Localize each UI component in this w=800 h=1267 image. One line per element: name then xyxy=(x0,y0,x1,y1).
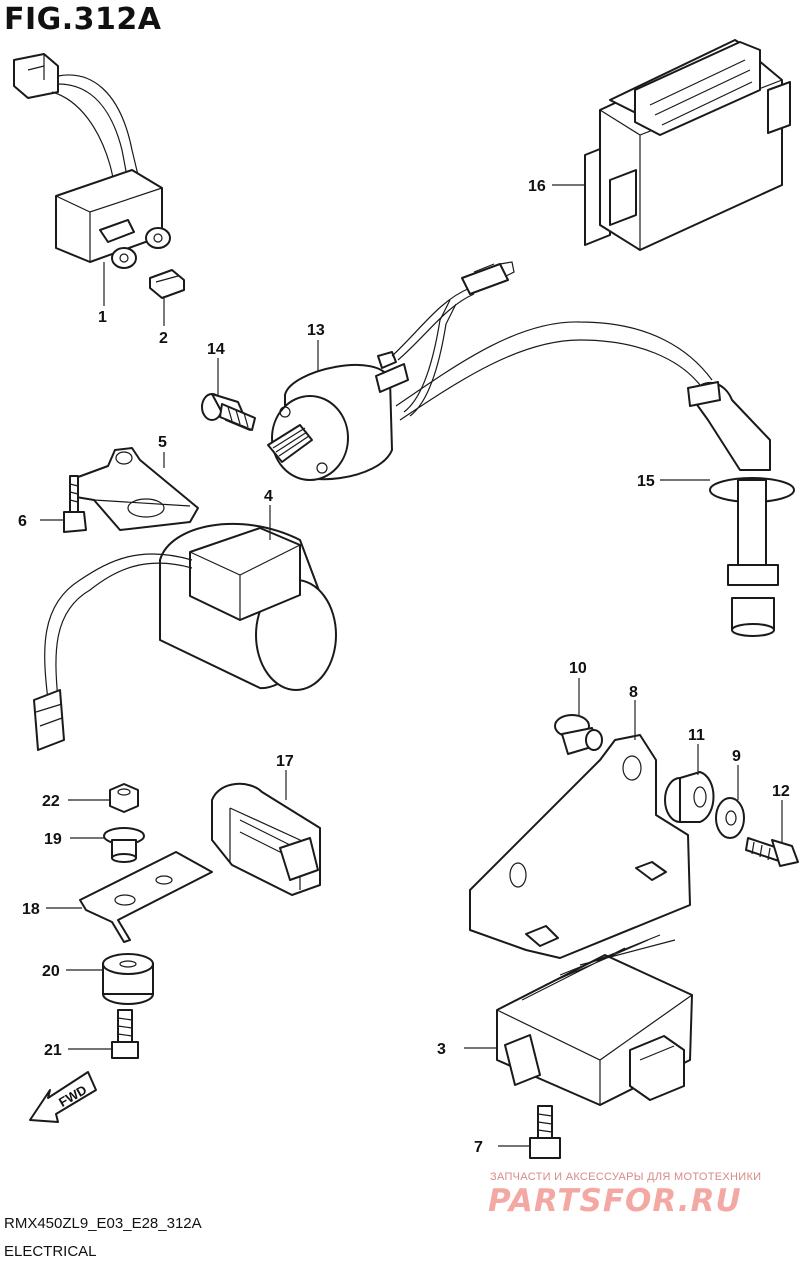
section-name: ELECTRICAL xyxy=(4,1243,97,1260)
callout-19: 19 xyxy=(44,831,62,848)
callout-14: 14 xyxy=(207,341,225,358)
callout-labels: 1 2 3 4 5 6 7 8 9 10 11 12 13 14 15 16 1… xyxy=(18,178,790,1156)
callout-16: 16 xyxy=(528,178,546,195)
callout-4: 4 xyxy=(264,488,273,505)
bolt-21-part[interactable] xyxy=(111,1009,139,1059)
electric-component-part[interactable] xyxy=(33,522,337,751)
callout-15: 15 xyxy=(637,473,655,490)
terminal-screw-part[interactable] xyxy=(149,269,185,299)
ecm-part[interactable] xyxy=(584,39,791,251)
callout-20: 20 xyxy=(42,963,60,980)
spark-plug-cap-part[interactable] xyxy=(687,381,795,637)
relay-17-part[interactable] xyxy=(211,782,321,896)
callout-9: 9 xyxy=(732,748,741,765)
callout-12: 12 xyxy=(772,783,790,800)
diagram-code: RMX450ZL9_E03_E28_312A xyxy=(4,1215,202,1232)
starter-relay-part[interactable] xyxy=(13,53,171,269)
callout-11: 11 xyxy=(688,727,705,744)
washer-9-part[interactable] xyxy=(715,797,745,839)
callout-17: 17 xyxy=(276,753,294,770)
grommet-20-part[interactable] xyxy=(102,953,154,1005)
callout-1: 1 xyxy=(98,309,107,326)
grommet-11-part[interactable] xyxy=(664,771,715,823)
leader-lines xyxy=(40,184,783,1147)
regulator-rectifier-part[interactable] xyxy=(496,934,693,1106)
watermark-logo: PARTSFOR.RU xyxy=(488,1183,742,1219)
callout-10: 10 xyxy=(569,660,587,677)
figure-title: FIG.312A xyxy=(4,2,162,37)
callout-21: 21 xyxy=(44,1042,62,1059)
collar-10-part[interactable] xyxy=(554,714,603,755)
plate-18-part[interactable] xyxy=(79,851,213,943)
callout-2: 2 xyxy=(159,330,168,347)
callout-3: 3 xyxy=(437,1041,446,1058)
callout-6: 6 xyxy=(18,513,27,530)
callout-5: 5 xyxy=(158,434,167,451)
coil-bracket-part[interactable] xyxy=(69,447,199,531)
bolt-12-part[interactable] xyxy=(745,837,799,867)
nut-22-part[interactable] xyxy=(109,783,139,813)
regulator-bracket-part[interactable] xyxy=(469,734,691,959)
callout-18: 18 xyxy=(22,901,40,918)
bracket-bolt-part[interactable] xyxy=(63,475,87,533)
callout-22: 22 xyxy=(42,793,60,810)
collar-19-part[interactable] xyxy=(103,827,145,863)
callout-7: 7 xyxy=(474,1139,483,1156)
callout-13: 13 xyxy=(307,322,325,339)
forward-direction-arrow: FWD xyxy=(29,1071,97,1123)
bolt-7-part[interactable] xyxy=(529,1105,561,1159)
callout-8: 8 xyxy=(629,684,638,701)
coil-bolt-part[interactable] xyxy=(201,393,256,431)
watermark-subtitle: ЗАПЧАСТИ И АКСЕССУАРЫ ДЛЯ МОТОТЕХНИКИ xyxy=(490,1171,762,1183)
ignition-coil-part[interactable] xyxy=(267,261,713,481)
